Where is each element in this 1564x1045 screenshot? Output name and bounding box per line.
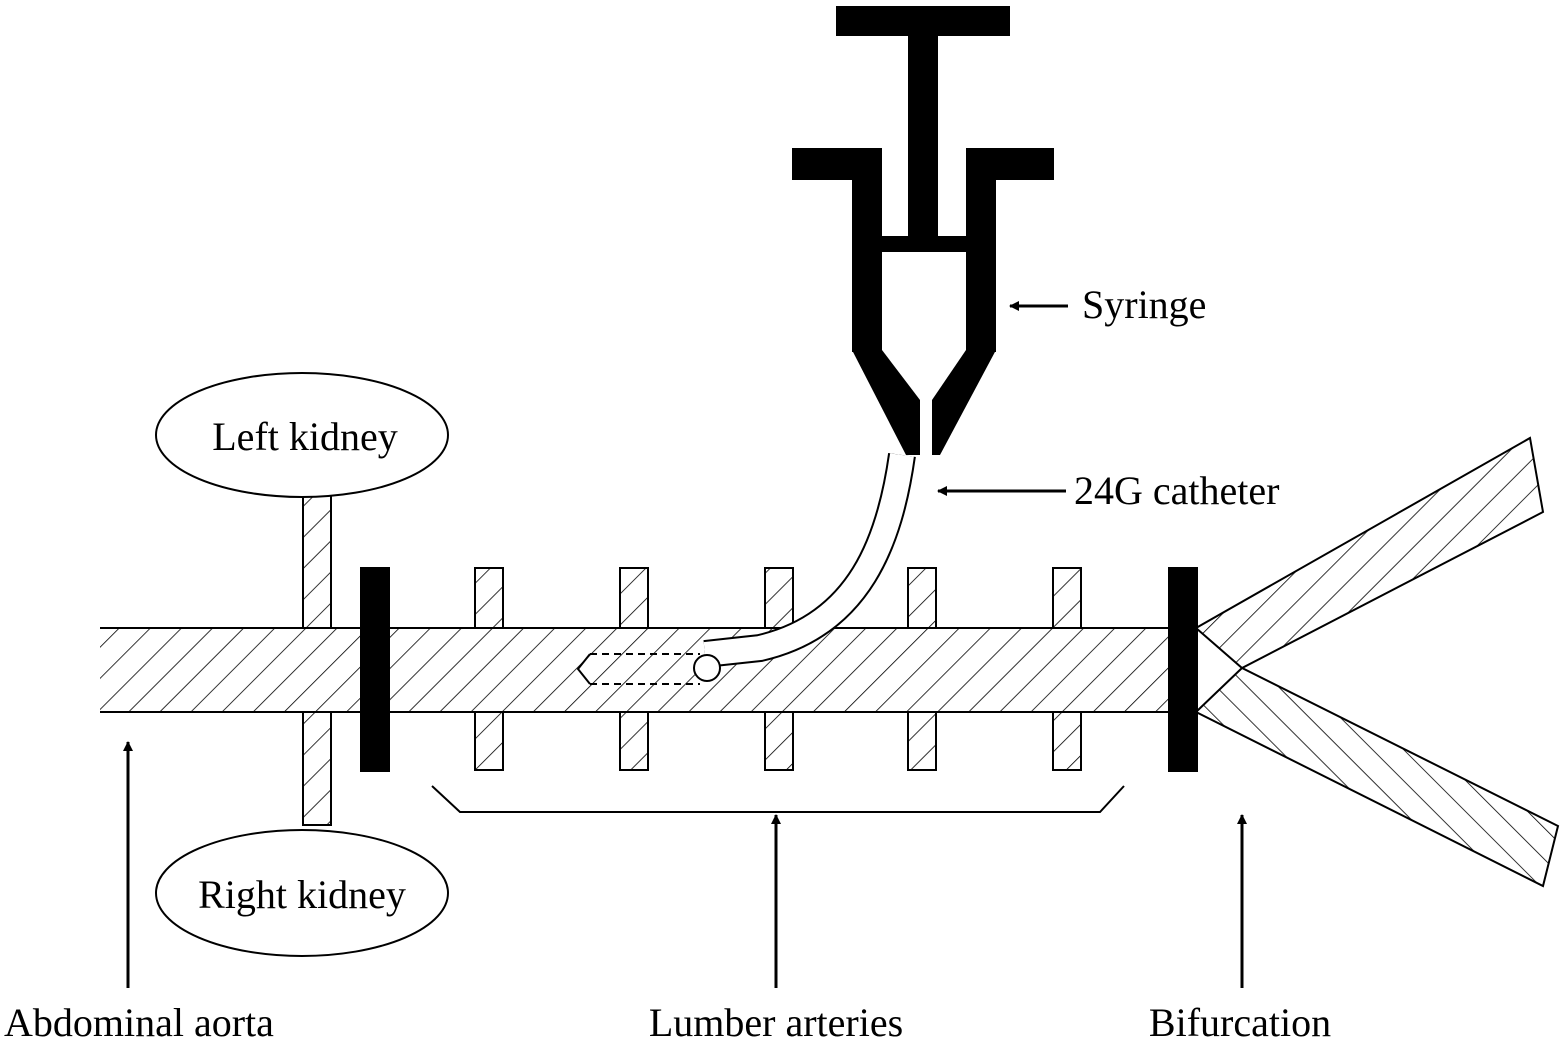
lumbar-stub-3-top <box>764 567 794 629</box>
bifurcation-label: Bifurcation <box>1149 1000 1331 1045</box>
distal-ligature <box>1168 567 1198 772</box>
lumbar-stub-2-top <box>619 567 649 629</box>
left-kidney: Left kidney <box>155 372 449 498</box>
syringe-nozzle-left <box>852 350 920 455</box>
lumbar-stub-2-bottom <box>619 711 649 771</box>
left-renal-artery <box>302 494 332 629</box>
lumbar-stub-5-bottom <box>1052 711 1082 771</box>
plunger-rod <box>908 6 938 242</box>
catheter-tip-in-vessel <box>576 653 700 685</box>
lumbar-stub-1-bottom <box>474 711 504 771</box>
barrel-wall-right <box>966 148 996 352</box>
lumbar-stub-4-bottom <box>907 711 937 771</box>
catheter-label: 24G catheter <box>1074 468 1279 513</box>
barrel-wall-left <box>852 148 882 352</box>
right-iliac-artery <box>1194 666 1560 888</box>
plunger-stopper <box>880 236 968 252</box>
abdominal-aorta-label: Abdominal aorta <box>4 1000 274 1045</box>
iliac-branches <box>1194 436 1560 888</box>
lumber-arteries-label: Lumber arteries <box>649 1000 903 1045</box>
lumber-arteries-bracket <box>431 785 1125 813</box>
lumbar-stub-4-top <box>907 567 937 629</box>
proximal-ligature <box>360 567 390 772</box>
right-renal-artery <box>302 711 332 826</box>
syringe-nozzle-right <box>932 350 996 455</box>
pointer-arrows <box>123 301 1247 988</box>
right-kidney-label: Right kidney <box>198 872 406 917</box>
left-kidney-label: Left kidney <box>212 414 398 459</box>
lumbar-stub-5-top <box>1052 567 1082 629</box>
syringe-label: Syringe <box>1082 282 1206 327</box>
abdominal-aorta-vessel <box>100 627 1198 713</box>
right-kidney: Right kidney <box>155 829 449 957</box>
syringe-drawing <box>792 6 1054 455</box>
lumbar-stub-3-bottom <box>764 711 794 771</box>
lumbar-stub-1-top <box>474 567 504 629</box>
catheter-tube <box>693 453 916 682</box>
catheter-entry-point <box>693 654 721 682</box>
left-iliac-artery <box>1194 436 1545 670</box>
